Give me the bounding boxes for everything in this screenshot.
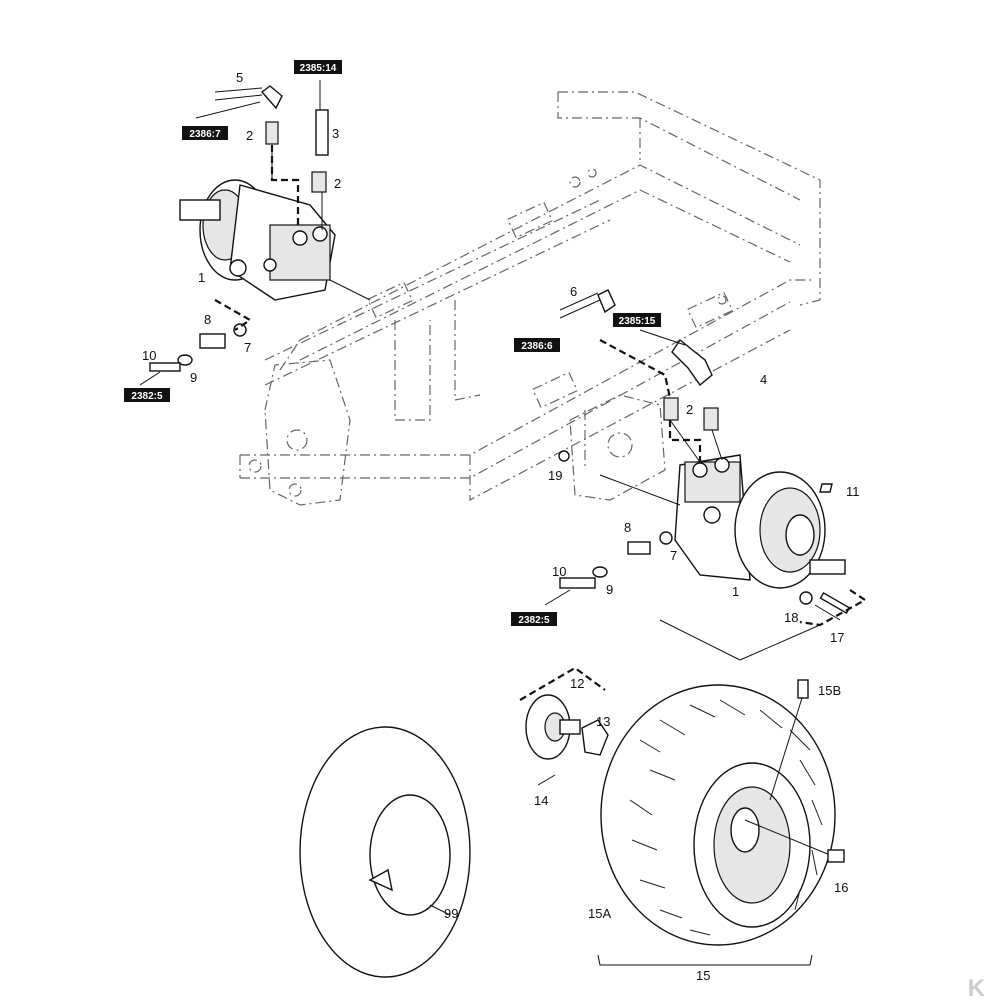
ref-box-2382-5-right[interactable]: 2382:5 <box>511 612 557 626</box>
callout-6: 6 <box>570 284 577 299</box>
callout-2-a: 2 <box>246 128 253 143</box>
callout-12: 12 <box>570 676 584 691</box>
callout-9-a: 9 <box>190 370 197 385</box>
callout-2-c: 2 <box>686 402 693 417</box>
callout-13: 13 <box>596 714 610 729</box>
callout-18: 18 <box>784 610 798 625</box>
svg-text:K: K <box>968 975 986 1000</box>
right-hydraulic-motor <box>599 454 846 589</box>
callout-19: 19 <box>548 468 562 483</box>
callout-17: 17 <box>830 630 844 645</box>
callout-8-b: 8 <box>624 520 631 535</box>
ref-box-2385-15[interactable]: 2385:15 <box>613 313 661 327</box>
ref-box-2386-7[interactable]: 2386:7 <box>182 126 228 140</box>
callout-7-b: 7 <box>670 548 677 563</box>
ref-box-2386-6[interactable]: 2386:6 <box>514 338 560 352</box>
brand-logo: K <box>968 975 986 1000</box>
callout-99: 99 <box>444 906 458 921</box>
callout-10-a: 10 <box>142 348 156 363</box>
callout-1-b: 1 <box>732 584 739 599</box>
wheel-tire <box>600 679 845 946</box>
inner-tube <box>299 726 471 978</box>
callout-8-a: 8 <box>204 312 211 327</box>
callout-11: 11 <box>846 484 860 499</box>
left-hydraulic-motor <box>179 179 371 301</box>
svg-text:2385:15: 2385:15 <box>619 316 656 327</box>
wheel-hub <box>525 694 609 786</box>
callout-4: 4 <box>760 372 767 387</box>
callout-labels: 5 2 3 2 1 8 7 10 9 6 4 2 19 11 8 7 10 9 … <box>142 70 860 983</box>
svg-text:2386:6: 2386:6 <box>521 341 553 352</box>
callout-15b: 15B <box>818 683 841 698</box>
callout-7-a: 7 <box>244 340 251 355</box>
ref-box-2382-5-left[interactable]: 2382:5 <box>124 388 170 402</box>
ref-box-2385-14[interactable]: 2385:14 <box>294 60 342 74</box>
chassis-frame <box>239 91 821 506</box>
callout-2-b: 2 <box>334 176 341 191</box>
callout-9-b: 9 <box>606 582 613 597</box>
svg-text:2382:5: 2382:5 <box>518 615 550 626</box>
svg-text:2382:5: 2382:5 <box>131 391 163 402</box>
right-fittings <box>544 289 851 621</box>
svg-text:2385:14: 2385:14 <box>300 63 337 74</box>
callout-14: 14 <box>534 793 548 808</box>
callout-10-b: 10 <box>552 564 566 579</box>
callout-3: 3 <box>332 126 339 141</box>
callout-5: 5 <box>236 70 243 85</box>
assembly-dash-lines <box>214 145 868 966</box>
svg-text:2386:7: 2386:7 <box>189 129 221 140</box>
callout-16: 16 <box>834 880 848 895</box>
callout-1-a: 1 <box>198 270 205 285</box>
left-fittings <box>139 80 329 386</box>
callout-15: 15 <box>696 968 710 983</box>
callout-15a: 15A <box>588 906 611 921</box>
